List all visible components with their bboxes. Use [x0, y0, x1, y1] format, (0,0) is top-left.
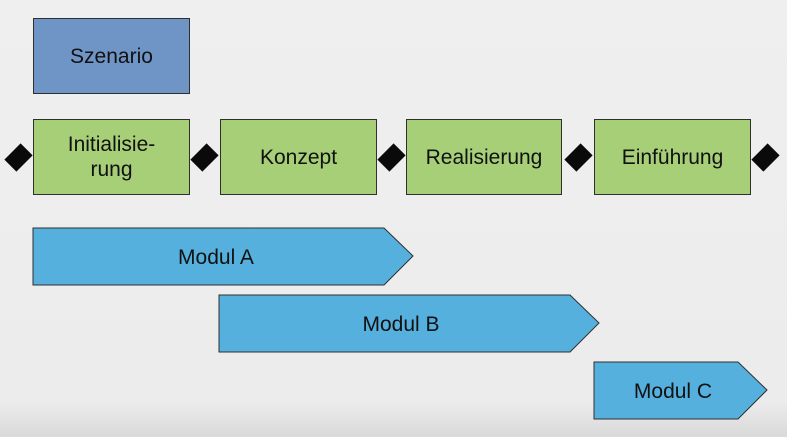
- module-arrow-a: [32, 227, 414, 286]
- module-arrow-b: [218, 294, 600, 353]
- module-label-a: Modul A: [178, 246, 254, 269]
- phase-label-konzept: Konzept: [259, 145, 338, 169]
- scenario-box: Szenario: [33, 18, 190, 94]
- phase-box-einfuehrung: Einführung: [594, 119, 751, 195]
- phase-box-realisierung: Realisierung: [406, 119, 562, 195]
- phase-box-konzept: Konzept: [220, 119, 377, 195]
- module-label-c: Modul C: [634, 380, 712, 403]
- phase-box-initialisierung: Initialisie- rung: [33, 119, 190, 195]
- phase-label-einfuehrung: Einführung: [621, 145, 724, 169]
- scenario-label: Szenario: [70, 44, 153, 68]
- phase-label-initialisierung: Initialisie- rung: [67, 133, 156, 181]
- module-label-b: Modul B: [362, 313, 439, 336]
- phase-label-realisierung: Realisierung: [425, 145, 543, 169]
- module-arrow-c: [593, 361, 768, 420]
